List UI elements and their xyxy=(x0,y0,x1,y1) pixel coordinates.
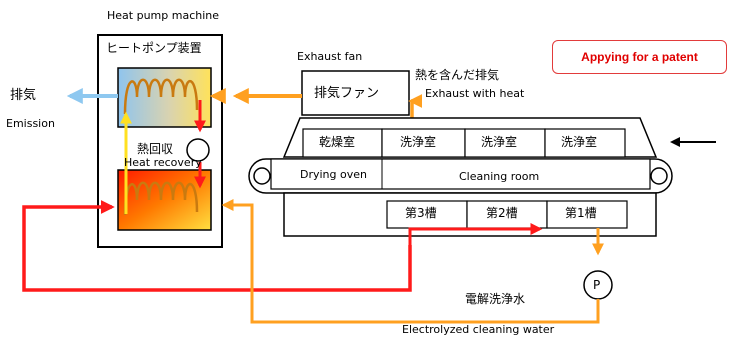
coil-bottom xyxy=(123,181,199,216)
coil-top xyxy=(123,78,199,115)
electrolyzed-water-line xyxy=(221,199,600,324)
room-cleaning-3-label: 洗浄室 xyxy=(561,135,598,149)
tank-1-label: 第1槽 xyxy=(565,206,597,220)
pump-label: P xyxy=(593,278,601,292)
red-return-line xyxy=(22,200,412,292)
room-cleaning-2 xyxy=(464,128,546,158)
tank-flow-arrow xyxy=(408,223,543,245)
heat-recovery-en-label: Heat recovery xyxy=(124,156,202,169)
drying-oven-label: Drying oven xyxy=(300,168,367,181)
exhaust-fan-jp-label: 排気ファン xyxy=(314,86,380,101)
exhaust-rise-line xyxy=(408,94,423,118)
tank-3 xyxy=(386,200,468,229)
heat-recovery-jp-label: 熱回収 xyxy=(137,142,174,156)
tank-1 xyxy=(546,200,628,229)
room-drying xyxy=(302,128,383,158)
patent-label: Appying for a patent xyxy=(581,50,698,64)
conveyor-inner xyxy=(270,158,651,190)
emission-en-label: Emission xyxy=(6,117,55,130)
room-cleaning-1 xyxy=(381,128,466,158)
tank-3-label: 第3槽 xyxy=(405,206,437,220)
exhaust-heat-en-label: Exhaust with heat xyxy=(425,87,525,100)
water-jp-label: 電解洗浄水 xyxy=(465,292,526,306)
conveyor-roller-right xyxy=(650,167,668,185)
water-en-label: Electrolyzed cleaning water xyxy=(402,323,555,336)
tank-2-label: 第2槽 xyxy=(486,206,518,220)
exhaust-fan-box xyxy=(301,70,410,116)
exhaust-fan-en-label: Exhaust fan xyxy=(297,50,363,63)
exhaust-heat-jp-label: 熱を含んだ排気 xyxy=(415,68,500,82)
room-cleaning-2-label: 洗浄室 xyxy=(481,135,518,149)
heat-pump-en-label: Heat pump machine xyxy=(107,9,220,22)
conveyor-roller-left xyxy=(253,167,271,185)
heat-recovery-circle xyxy=(186,138,210,162)
heat-pump-jp-label: ヒートポンプ装置 xyxy=(106,41,202,55)
emission-jp-label: 排気 xyxy=(10,88,37,103)
room-drying-label: 乾燥室 xyxy=(319,135,356,149)
room-cleaning-1-label: 洗浄室 xyxy=(400,135,437,149)
patent-badge: Appying for a patent xyxy=(552,40,727,74)
room-cleaning-3 xyxy=(544,128,626,158)
cleaning-room-label: Cleaning room xyxy=(459,170,540,183)
